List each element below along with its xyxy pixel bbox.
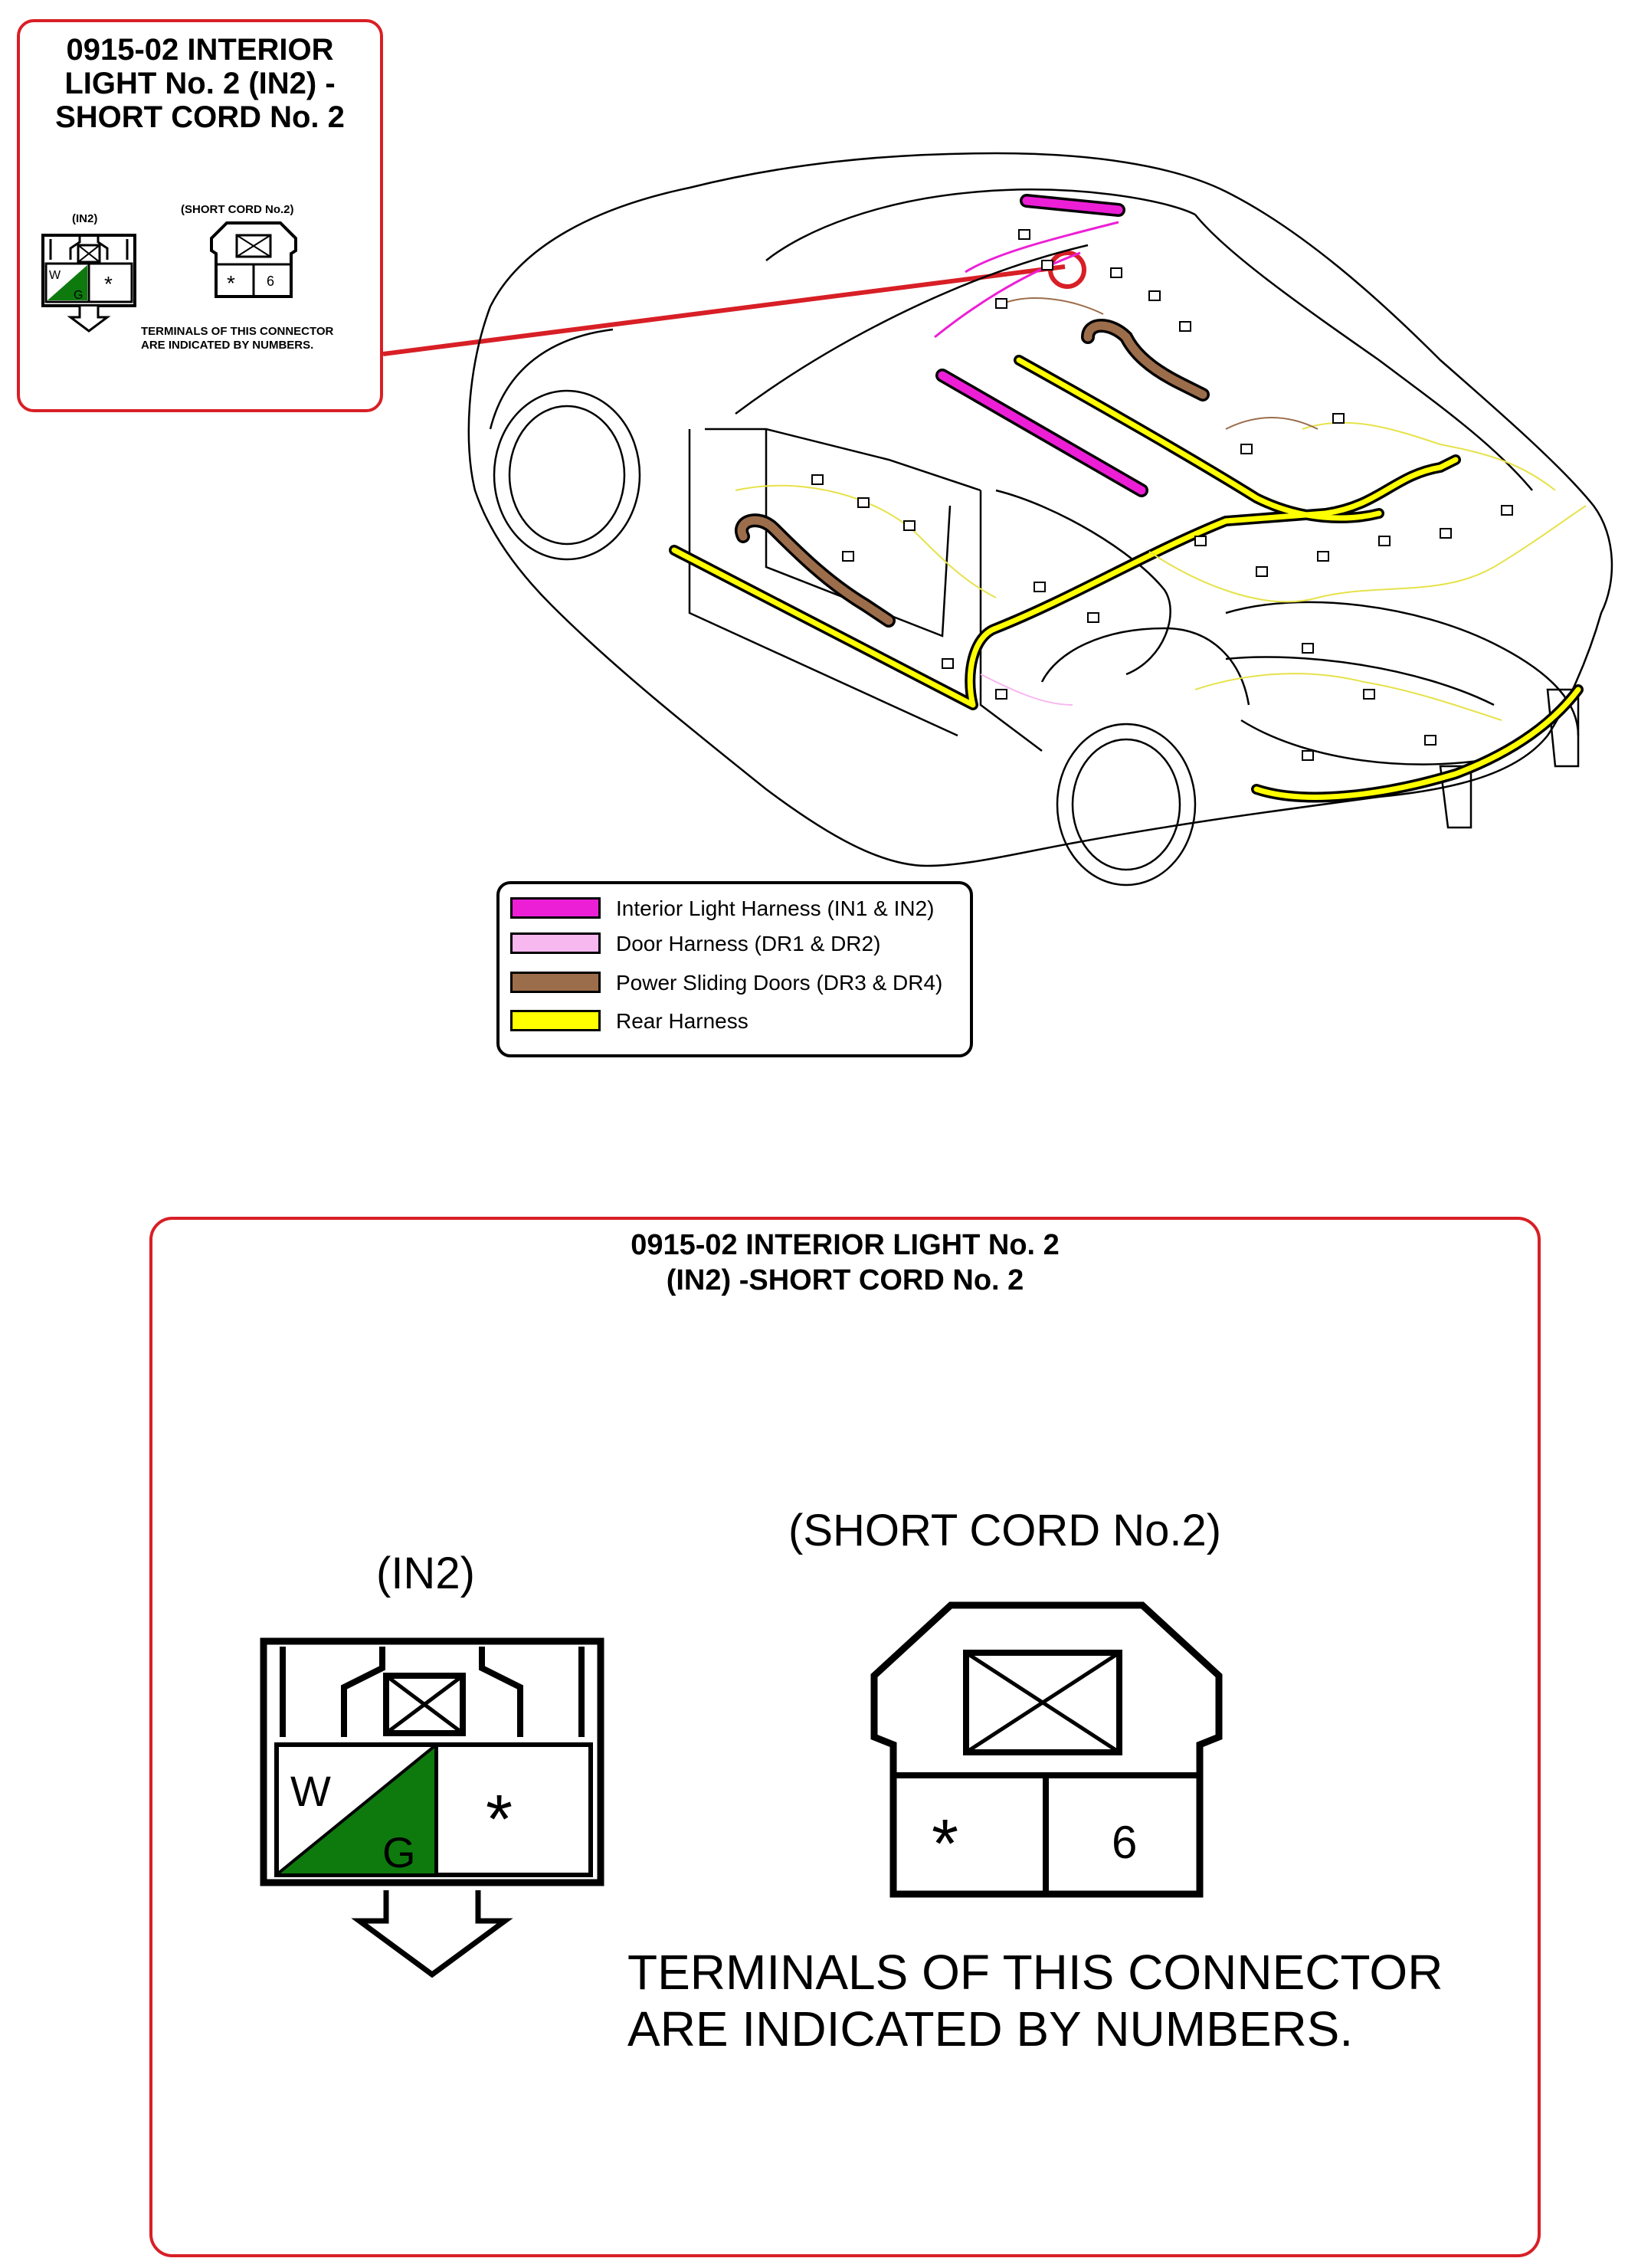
- legend-label-power-sliding-doors: Power Sliding Doors (DR3 & DR4): [616, 971, 943, 995]
- small-box-title-line-3: SHORT CORD No. 2: [55, 100, 345, 134]
- small-short-cord-star: *: [227, 271, 235, 295]
- large-in2-label: (IN2): [376, 1549, 475, 1598]
- small-box-title-line-1: 0915-02 INTERIOR: [66, 33, 334, 67]
- small-short-cord-label: (SHORT CORD No.2): [181, 203, 294, 216]
- car-body-outline: [467, 152, 1613, 887]
- harness-legend: Interior Light Harness (IN1 & IN2) Door …: [496, 881, 973, 1057]
- small-box-note: TERMINALS OF THIS CONNECTOR ARE INDICATE…: [141, 325, 333, 352]
- large-short-cord-connector: * 6: [870, 1601, 1223, 1898]
- interior-light-harness-wire: [934, 221, 1119, 339]
- small-in2-w: W: [49, 269, 61, 282]
- small-in2-star: *: [104, 272, 113, 296]
- small-short-cord-6: 6: [267, 274, 274, 289]
- callout-leader-line: [382, 264, 1066, 356]
- small-note-line-2: ARE INDICATED BY NUMBERS.: [141, 339, 314, 352]
- large-in2-star: *: [486, 1781, 513, 1858]
- small-in2-connector: W G *: [41, 234, 136, 333]
- small-in2-label: (IN2): [72, 212, 98, 225]
- connector-blocks: [811, 229, 1513, 761]
- small-in2-green-fill: [47, 265, 87, 300]
- large-short-cord-star: *: [932, 1806, 958, 1883]
- large-in2-connector: W G *: [260, 1637, 604, 1978]
- legend-label-door-harness: Door Harness (DR1 & DR2): [616, 932, 881, 955]
- small-box-title-line-2: LIGHT No. 2 (IN2) -: [64, 67, 336, 100]
- small-box-title: 0915-02 INTERIOR LIGHT No. 2 (IN2) - SHO…: [20, 33, 380, 134]
- large-short-cord-6: 6: [1112, 1817, 1137, 1868]
- legend-label-rear-harness: Rear Harness: [616, 1009, 749, 1033]
- legend-label-interior-light: Interior Light Harness (IN1 & IN2): [616, 896, 935, 920]
- large-box-title-line-2: (IN2) -SHORT CORD No. 2: [666, 1264, 1024, 1296]
- large-callout-box: 0915-02 INTERIOR LIGHT No. 2 (IN2) -SHOR…: [149, 1217, 1541, 2257]
- large-box-title-line-1: 0915-02 INTERIOR LIGHT No. 2: [631, 1229, 1060, 1261]
- vehicle-harness-illustration: [382, 152, 1613, 887]
- large-in2-w: W: [290, 1767, 331, 1815]
- large-short-cord-label: (SHORT CORD No.2): [788, 1506, 1222, 1555]
- small-short-cord-connector: * 6: [210, 221, 297, 298]
- large-box-note: TERMINALS OF THIS CONNECTOR ARE INDICATE…: [627, 1944, 1443, 2057]
- rear-harness-yellow: [669, 355, 1584, 803]
- small-note-line-1: TERMINALS OF THIS CONNECTOR: [141, 325, 334, 338]
- legend-swatch-door-harness: [510, 932, 601, 954]
- small-in2-g: G: [74, 289, 83, 302]
- large-note-line-1: TERMINALS OF THIS CONNECTOR: [627, 1945, 1443, 2000]
- legend-swatch-rear-harness: [510, 1010, 601, 1031]
- large-note-line-2: ARE INDICATED BY NUMBERS.: [627, 2001, 1354, 2057]
- legend-swatch-power-sliding-doors: [510, 972, 601, 993]
- legend-swatch-interior-light: [510, 897, 601, 919]
- large-in2-g: G: [382, 1828, 416, 1876]
- large-box-title: 0915-02 INTERIOR LIGHT No. 2 (IN2) -SHOR…: [152, 1227, 1538, 1298]
- small-callout-box: 0915-02 INTERIOR LIGHT No. 2 (IN2) - SHO…: [17, 19, 383, 412]
- fine-wiring: [735, 297, 1587, 721]
